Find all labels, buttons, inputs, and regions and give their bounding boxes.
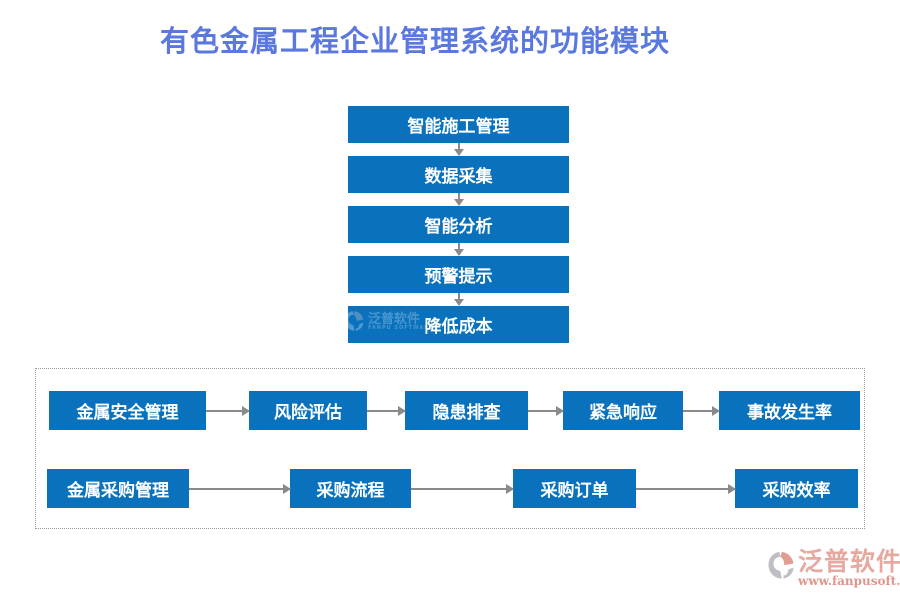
- right-arrow-icon: [411, 483, 514, 494]
- inline-watermark: 泛普软件 FANPU SOFTWARE: [343, 309, 433, 334]
- flow-node-label: 降低成本: [424, 317, 493, 337]
- page-title: 有色金属工程企业管理系统的功能模块: [159, 24, 670, 58]
- down-arrow-icon: [452, 193, 466, 206]
- flow-node-label: 紧急响应: [589, 403, 657, 423]
- flow-node-label: 采购效率: [762, 481, 831, 501]
- flow-node-data-collection: 数据采集: [348, 156, 569, 193]
- flow-node-metal-safety-mgmt: 金属安全管理: [49, 391, 206, 430]
- right-arrow-icon: [528, 405, 564, 416]
- flow-node-label: 智能分析: [424, 217, 493, 237]
- flow-node-label: 采购订单: [540, 481, 609, 501]
- flow-node-accident-rate: 事故发生率: [719, 391, 860, 430]
- flow-node-label: 事故发生率: [747, 403, 832, 423]
- flow-node-warning-prompt: 预警提示: [348, 256, 569, 293]
- procurement-process-row: 金属采购管理 采购流程 采购订单 采购效率: [47, 469, 858, 508]
- flow-node-label: 风险评估: [274, 403, 342, 423]
- right-arrow-icon: [683, 405, 720, 416]
- flow-node-label: 金属安全管理: [76, 403, 179, 423]
- vertical-flowchart: 智能施工管理 数据采集 智能分析 预警提示 泛普软件 FANPU SO: [344, 106, 569, 343]
- fanpu-footer-logo: 泛普软件 www.fanpusoft.com: [766, 547, 900, 589]
- right-arrow-icon: [367, 405, 406, 416]
- fanpu-logo-icon: [768, 551, 794, 579]
- footer-logo-name: 泛普软件: [798, 547, 900, 576]
- flow-node-label: 预警提示: [424, 267, 493, 287]
- flow-node-label: 智能施工管理: [407, 117, 510, 137]
- safety-process-row: 金属安全管理 风险评估 隐患排查 紧急响应 事故发生率: [49, 391, 860, 430]
- down-arrow-icon: [452, 243, 466, 256]
- flow-node-label: 数据采集: [424, 167, 493, 187]
- flow-node-construction-mgmt: 智能施工管理: [348, 106, 569, 143]
- flow-node-procurement-order: 采购订单: [513, 469, 636, 508]
- flow-node-procurement-process: 采购流程: [290, 469, 411, 508]
- flow-node-metal-procurement-mgmt: 金属采购管理: [47, 469, 189, 508]
- process-panel: 金属安全管理 风险评估 隐患排查 紧急响应 事故发生率 金属采购管理: [35, 368, 865, 529]
- fanpu-logo-icon: [344, 311, 364, 331]
- flow-node-label: 采购流程: [316, 481, 385, 501]
- flow-node-label: 金属采购管理: [67, 481, 169, 501]
- flow-node-hazard-inspection: 隐患排查: [405, 391, 528, 430]
- right-arrow-icon: [636, 483, 736, 494]
- down-arrow-icon: [452, 293, 466, 306]
- flow-node-label: 隐患排查: [432, 403, 501, 423]
- footer-logo-url: www.fanpusoft.com: [798, 574, 900, 589]
- flow-node-cost-reduction: 泛普软件 FANPU SOFTWARE 降低成本: [344, 306, 569, 343]
- down-arrow-icon: [452, 143, 466, 156]
- flow-node-risk-assessment: 风险评估: [249, 391, 367, 430]
- flow-node-procurement-efficiency: 采购效率: [735, 469, 858, 508]
- flow-node-emergency-response: 紧急响应: [563, 391, 683, 430]
- right-arrow-icon: [206, 405, 250, 416]
- flow-node-intelligent-analysis: 智能分析: [348, 206, 569, 243]
- right-arrow-icon: [189, 483, 291, 494]
